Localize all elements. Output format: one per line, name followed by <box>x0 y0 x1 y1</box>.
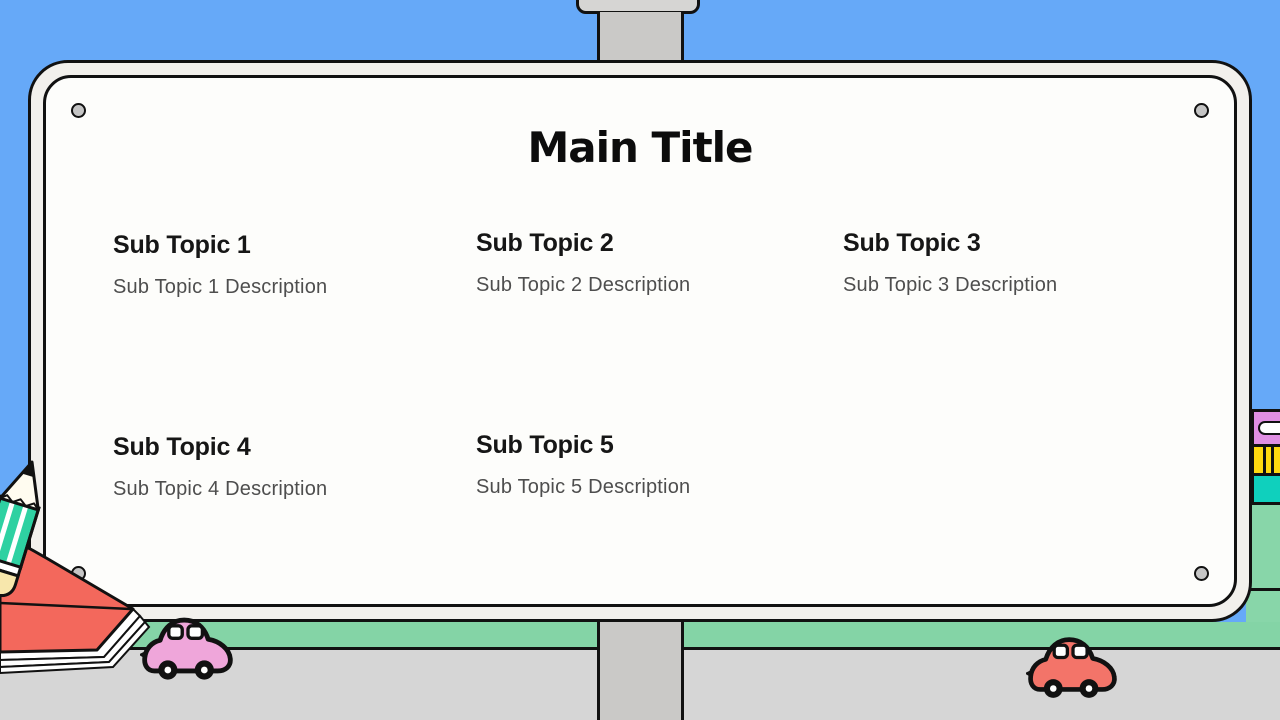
book-stack-teal-icon <box>1251 473 1280 505</box>
topic-description: Sub Topic 5 Description <box>476 475 691 498</box>
book-stack-yellow-icon <box>1251 444 1280 476</box>
billboard-face <box>43 75 1237 607</box>
billboard: Main Title Sub Topic 1 Sub Topic 1 Descr… <box>28 60 1252 622</box>
topic-title: Sub Topic 5 <box>476 431 614 459</box>
book-spine-line <box>1271 447 1274 473</box>
screw-top-left-icon <box>71 103 86 118</box>
pink-car-icon <box>140 617 233 680</box>
topic-description: Sub Topic 3 Description <box>843 273 1058 296</box>
right-hill-line <box>1246 588 1280 591</box>
topic-description: Sub Topic 4 Description <box>113 477 328 500</box>
topic-title: Sub Topic 1 <box>113 231 251 259</box>
topic-block-1: Sub Topic 1 Sub Topic 1 Description <box>113 231 443 299</box>
book-stack-pink-icon <box>1251 409 1280 447</box>
red-car-icon <box>1026 637 1117 698</box>
topic-block-4: Sub Topic 4 Sub Topic 4 Description <box>113 433 443 501</box>
topic-description: Sub Topic 1 Description <box>113 275 328 298</box>
topic-block-5: Sub Topic 5 Sub Topic 5 Description <box>476 431 806 499</box>
notebook-icon <box>0 543 151 675</box>
pole-bottom <box>597 618 684 720</box>
book-stripe <box>1258 421 1280 435</box>
topic-title: Sub Topic 4 <box>113 433 251 461</box>
topic-description: Sub Topic 2 Description <box>476 273 691 296</box>
pencil-and-notebook-group <box>0 460 151 675</box>
topic-title: Sub Topic 2 <box>476 229 614 257</box>
topic-title: Sub Topic 3 <box>843 229 981 257</box>
page-title: Main Title <box>527 123 753 172</box>
pencil-icon <box>0 460 41 598</box>
topic-block-3: Sub Topic 3 Sub Topic 3 Description <box>843 229 1173 297</box>
screw-top-right-icon <box>1194 103 1209 118</box>
topic-block-2: Sub Topic 2 Sub Topic 2 Description <box>476 229 806 297</box>
book-spine-line <box>1263 447 1266 473</box>
pole-top <box>597 12 684 64</box>
screw-bottom-right-icon <box>1194 566 1209 581</box>
